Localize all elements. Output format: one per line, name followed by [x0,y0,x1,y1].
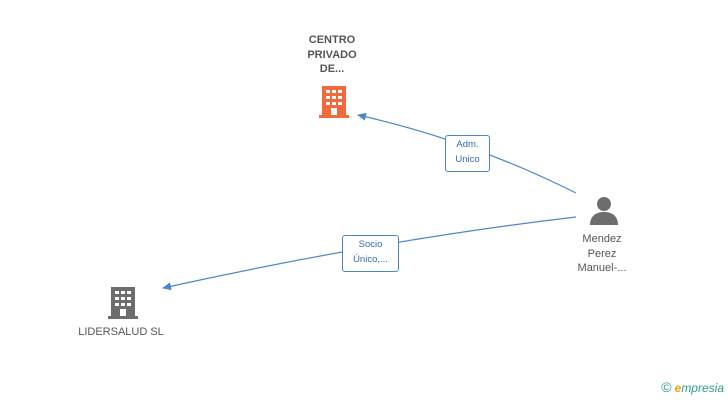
building-icon[interactable] [318,84,350,118]
node-centro-label[interactable]: CENTRO PRIVADO DE... [292,33,372,77]
edge-label-adm-unico[interactable]: Adm. Unico [445,135,490,172]
copyright-symbol: © [661,379,672,395]
edge-label-line: Adm. [456,139,479,150]
edge-label-line: Único,... [353,254,388,265]
brand-initial: e [674,381,682,395]
node-centro-label-line: CENTRO [308,34,356,46]
brand-rest: mpresia [681,381,724,395]
edge-label-socio-unico[interactable]: Socio Único,... [342,235,399,272]
node-centro-label-line: DE... [319,63,345,75]
node-mendez-label-line: Mendez [582,233,622,245]
empresia-logo: ©empresia [661,379,724,395]
node-centro-label-line: PRIVADO [307,48,357,61]
node-mendez-label-line: Manuel-... [577,262,627,274]
person-icon[interactable] [588,195,620,227]
edge-label-line: Unico [455,154,480,165]
node-mendez-label-line: Perez [587,247,617,260]
building-icon[interactable] [107,285,139,319]
node-lidersalud-label[interactable]: LIDERSALUD SL [78,326,164,338]
edge-label-line: Socio [358,239,383,250]
node-mendez-label[interactable]: Mendez Perez Manuel-... [562,232,642,276]
